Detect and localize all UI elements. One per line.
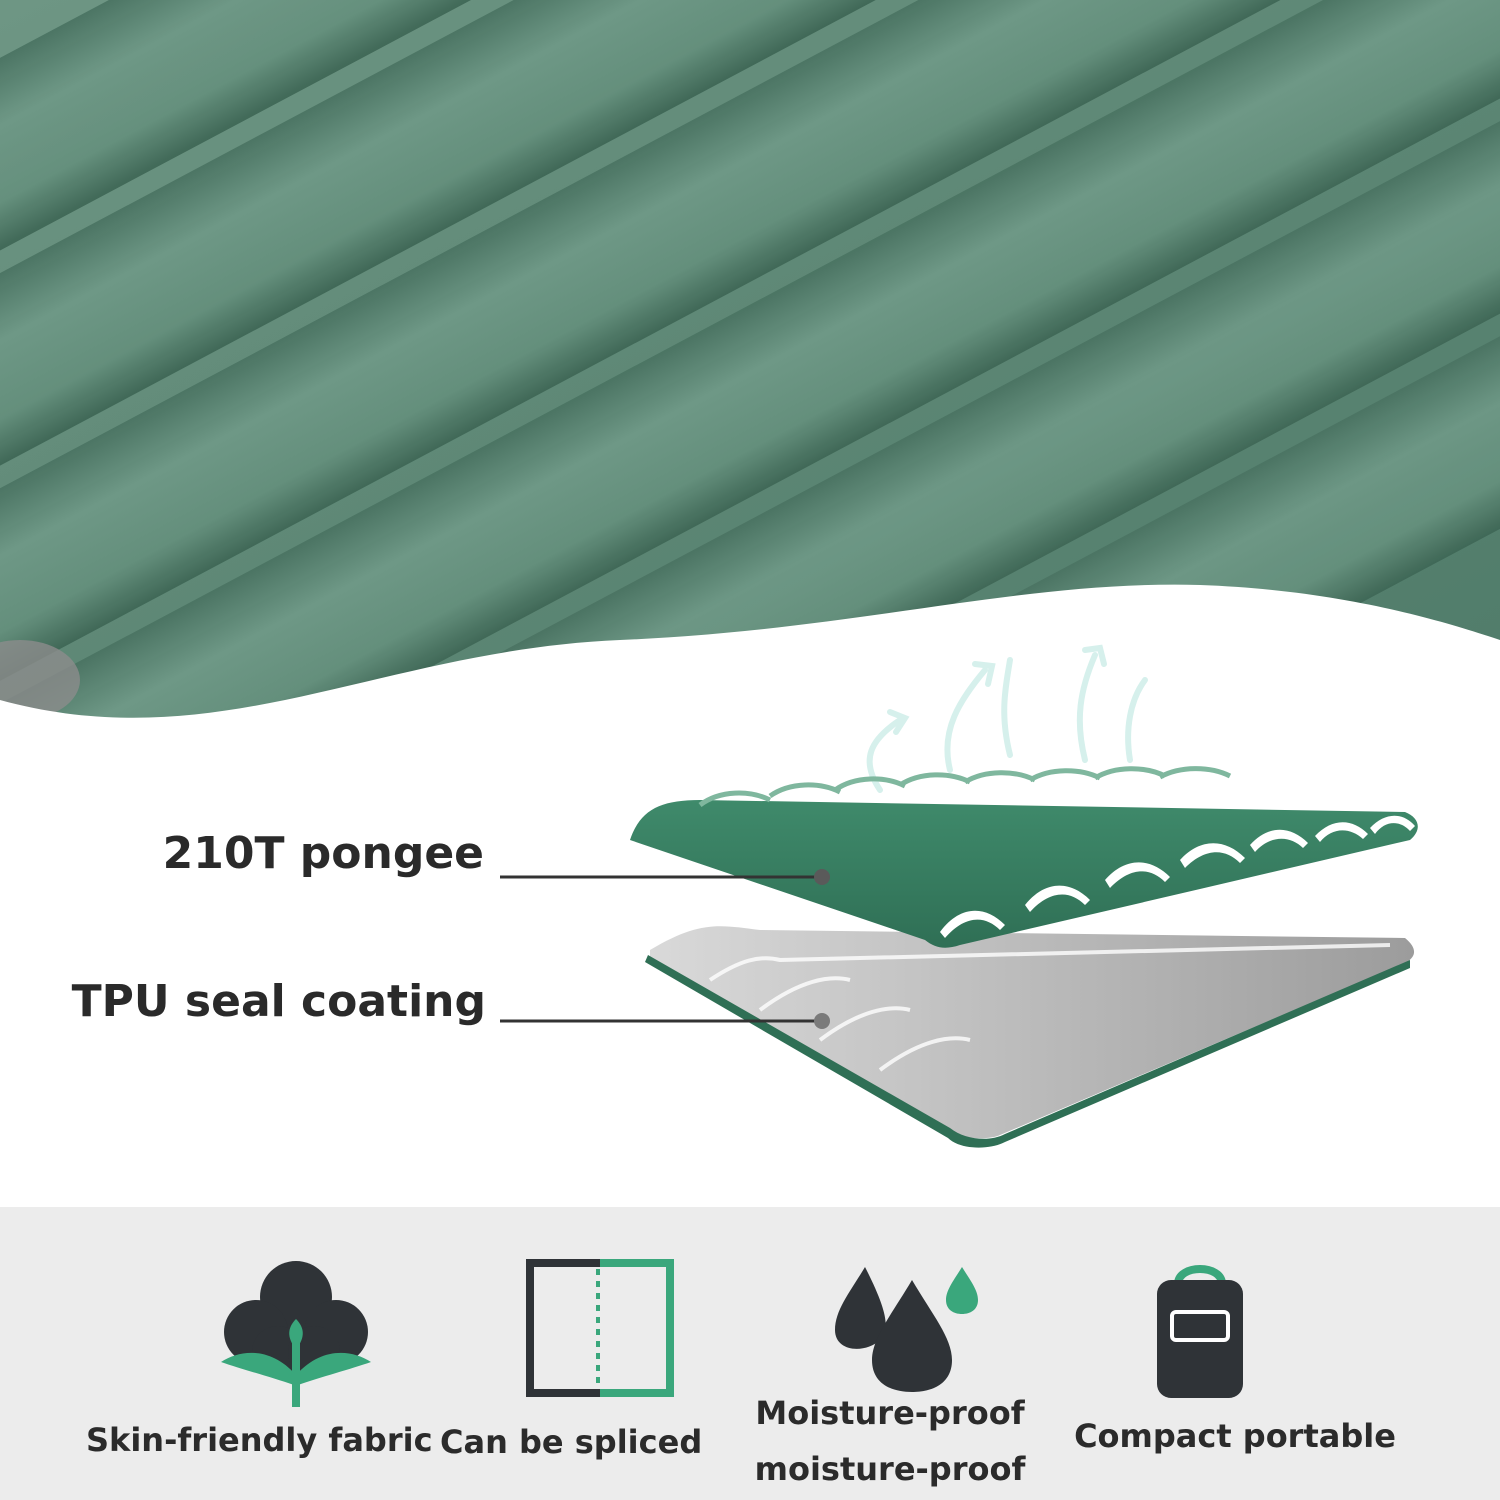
layer-label-tpu-seal-coating: TPU seal coating xyxy=(71,976,486,1027)
feature-skin-friendly: Skin-friendly fabric xyxy=(86,1207,433,1500)
feature-label-moisture-proof: Moisture-proof moisture-proof xyxy=(754,1394,1026,1488)
feature-label-spliced: Can be spliced xyxy=(440,1423,703,1461)
layer-label-210t-pongee: 210T pongee xyxy=(162,828,484,879)
water-drops-icon xyxy=(835,1267,978,1392)
feature-label-compact: Compact portable xyxy=(1074,1417,1396,1455)
splice-icon xyxy=(526,1259,674,1397)
feature-moisture-proof: Moisture-proof moisture-proof xyxy=(735,1207,1045,1500)
feature-spliced: Can be spliced xyxy=(440,1207,703,1500)
bag-icon xyxy=(1157,1265,1243,1398)
feature-band: Skin-friendly fabric Can be spliced Mois… xyxy=(0,1207,1500,1500)
feature-label-skin-friendly: Skin-friendly fabric xyxy=(86,1421,433,1459)
feature-compact: Compact portable xyxy=(1070,1207,1400,1500)
cotton-icon xyxy=(221,1261,371,1407)
